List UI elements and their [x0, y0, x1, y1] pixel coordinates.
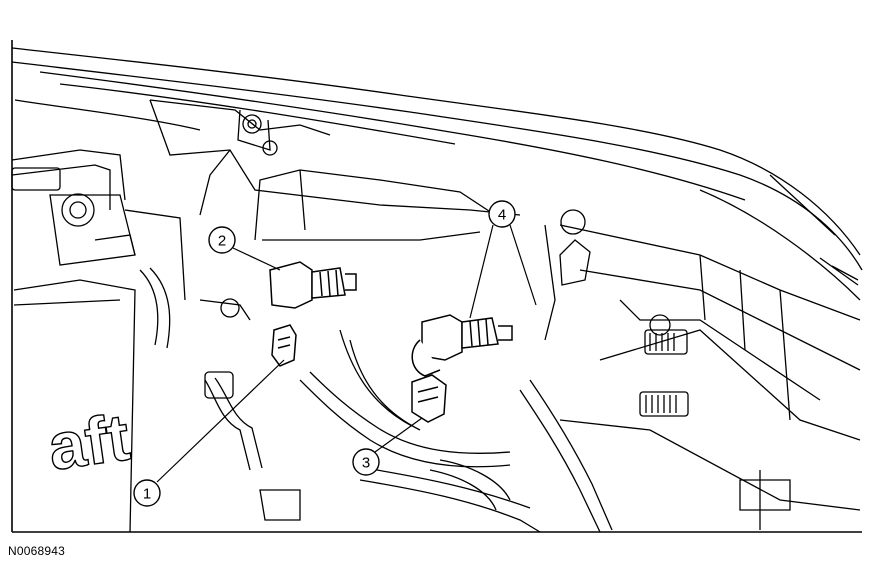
- headlamp-housing: [544, 209, 861, 530]
- figure-id-label: N0068943: [8, 544, 65, 558]
- callout-3: 3: [352, 448, 380, 476]
- hood-and-fender: [11, 47, 863, 301]
- callout-4: 4: [488, 200, 516, 228]
- frame-border: [11, 40, 862, 533]
- callout-2-number: 2: [218, 233, 226, 250]
- callout-2: 2: [208, 226, 236, 254]
- connector-3: [411, 374, 447, 423]
- callout-1-number: 1: [143, 486, 151, 503]
- callout-leaders: [156, 224, 537, 483]
- wiring-harness: [139, 267, 613, 533]
- battery-badge-text: aft: [44, 399, 134, 484]
- bulb-2-assembly: [269, 261, 357, 309]
- callout-4-number: 4: [498, 207, 506, 224]
- callout-1: 1: [133, 479, 161, 507]
- connector-1: [271, 324, 297, 367]
- radiator-support-bracket: [149, 99, 521, 241]
- callout-3-number: 3: [362, 455, 370, 472]
- bulb-4-assembly: [411, 314, 513, 377]
- battery-housing: [11, 149, 186, 533]
